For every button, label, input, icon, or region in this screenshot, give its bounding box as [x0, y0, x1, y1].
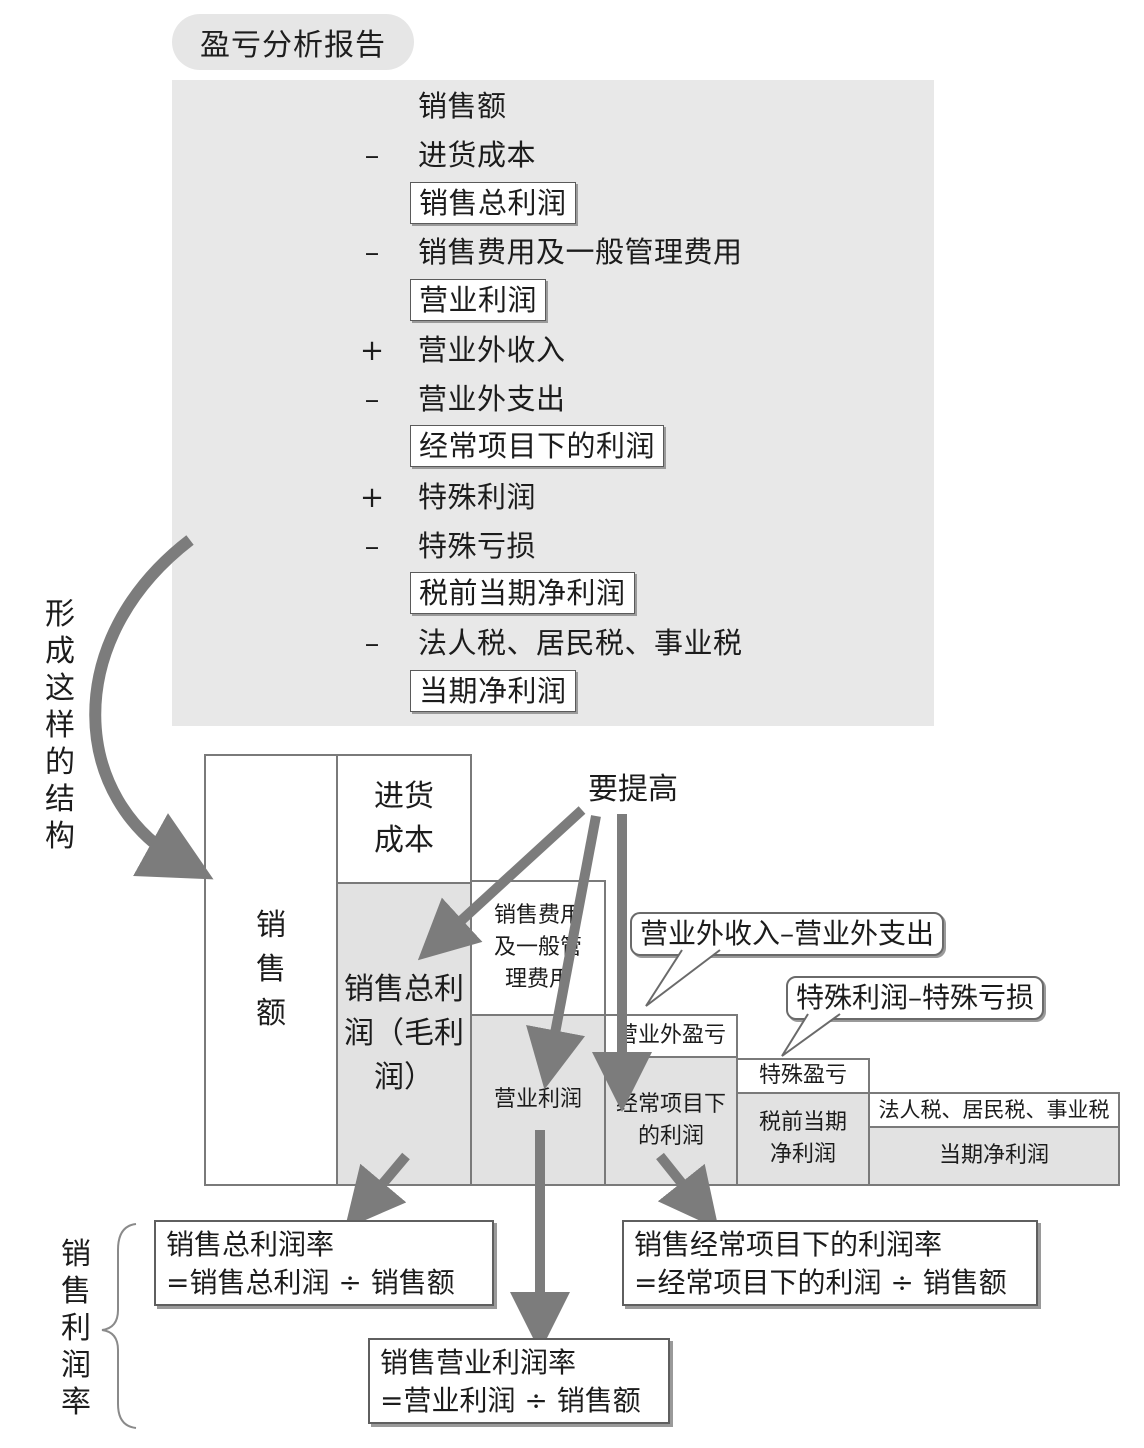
taxes-label: 法人税、居民税、事业税	[878, 1098, 1110, 1122]
statement-item: 特殊利润	[418, 480, 537, 514]
sga-block: 销售费用及一般管理费用	[470, 880, 606, 1016]
operator: –	[364, 138, 380, 172]
subtotal-box: 当期净利润	[410, 670, 576, 712]
ratio-title: 销售总利润率	[166, 1228, 335, 1261]
statement-line: 销售额	[172, 84, 934, 128]
net-profit-block: 当期净利润	[868, 1126, 1120, 1186]
sales-label: 销售额	[256, 908, 286, 1031]
statement-item: 营业外收入	[418, 333, 566, 367]
ratio-formula: =销售总利润 ÷ 销售额	[166, 1266, 455, 1299]
pretax-profit-label: 税前当期净利润	[758, 1110, 847, 1167]
operating-profit-label: 营业利润	[493, 1087, 582, 1112]
margin-brace	[101, 1223, 137, 1429]
statement-item: 进货成本	[418, 138, 537, 172]
operator: –	[364, 235, 380, 269]
non-operating-callout: 营业外收入–营业外支出	[630, 912, 945, 956]
statement-line: 当期净利润	[172, 670, 934, 714]
operator: +	[359, 480, 385, 514]
statement-item: 营业外支出	[418, 382, 566, 416]
special-label: 特殊盈亏	[758, 1063, 847, 1088]
gross-profit-label: 销售总利润（毛利润）	[344, 972, 464, 1095]
operator: –	[364, 382, 380, 416]
operating-margin-ratio-box: 销售营业利润率 =营业利润 ÷ 销售额	[368, 1338, 670, 1424]
raise-arrow-gross	[417, 806, 586, 961]
purchase-cost-label: 进货成本	[374, 779, 434, 858]
callout-pointer-non-operating	[645, 949, 721, 1007]
report-title: 盈亏分析报告	[172, 14, 414, 70]
ratio-formula: =经常项目下的利润 ÷ 销售额	[634, 1266, 1007, 1299]
ratio-formula: =营业利润 ÷ 销售额	[380, 1384, 641, 1417]
statement-line: – 特殊亏损	[172, 524, 934, 568]
subtotal-box: 营业利润	[410, 279, 547, 321]
statement-line: 税前当期净利润	[172, 572, 934, 616]
operator: –	[364, 529, 380, 563]
statement-line: 经常项目下的利润	[172, 425, 934, 469]
margin-label: 销售利润率	[61, 1237, 91, 1420]
structure-label: 形成这样的结构	[45, 597, 75, 854]
statement-line: + 营业外收入	[172, 328, 934, 372]
income-statement-panel: 销售额 – 进货成本 销售总利润 – 销售费用及一般管理费用 营业利润 + 营业…	[172, 80, 934, 726]
subtotal-box: 税前当期净利润	[410, 572, 635, 614]
statement-line: – 法人税、居民税、事业税	[172, 621, 934, 665]
curve-arrow	[89, 535, 214, 880]
statement-line: – 营业外支出	[172, 377, 934, 421]
operator: –	[364, 626, 380, 660]
statement-line: 销售总利润	[172, 182, 934, 226]
subtotal-box: 销售总利润	[410, 182, 576, 224]
statement-item: 法人税、居民税、事业税	[418, 626, 743, 660]
raise-arrow-operating	[526, 815, 601, 1090]
special-callout: 特殊利润–特殊亏损	[786, 976, 1045, 1020]
statement-item: 销售额	[418, 89, 507, 123]
statement-line: – 进货成本	[172, 133, 934, 177]
ratio-title: 销售经常项目下的利润率	[634, 1228, 943, 1261]
pretax-profit-block: 税前当期净利润	[736, 1092, 870, 1186]
statement-item: 销售费用及一般管理费用	[418, 235, 743, 269]
operator: +	[359, 333, 385, 367]
ordinary-margin-ratio-box: 销售经常项目下的利润率 =经常项目下的利润 ÷ 销售额	[622, 1220, 1038, 1306]
ordinary-to-ratio-arrow	[656, 1152, 719, 1230]
net-profit-label: 当期净利润	[938, 1143, 1049, 1168]
subtotal-box: 经常项目下的利润	[410, 425, 665, 467]
statement-line: + 特殊利润	[172, 475, 934, 519]
taxes-block: 法人税、居民税、事业税	[868, 1092, 1120, 1128]
sga-label: 销售费用及一般管理费用	[493, 903, 582, 992]
gross-margin-ratio-box: 销售总利润率 =销售总利润 ÷ 销售额	[154, 1220, 494, 1306]
statement-line: – 销售费用及一般管理费用	[172, 230, 934, 274]
purchase-cost-block: 进货成本	[336, 754, 472, 884]
callout-pointer-special	[781, 1013, 841, 1057]
ratio-title: 销售营业利润率	[380, 1346, 577, 1379]
statement-item: 特殊亏损	[418, 529, 537, 563]
gross-to-ratio-arrow	[344, 1152, 410, 1229]
non-operating-label: 营业外盈亏	[615, 1023, 726, 1048]
statement-line: 营业利润	[172, 279, 934, 323]
raise-label: 要提高	[588, 772, 678, 807]
